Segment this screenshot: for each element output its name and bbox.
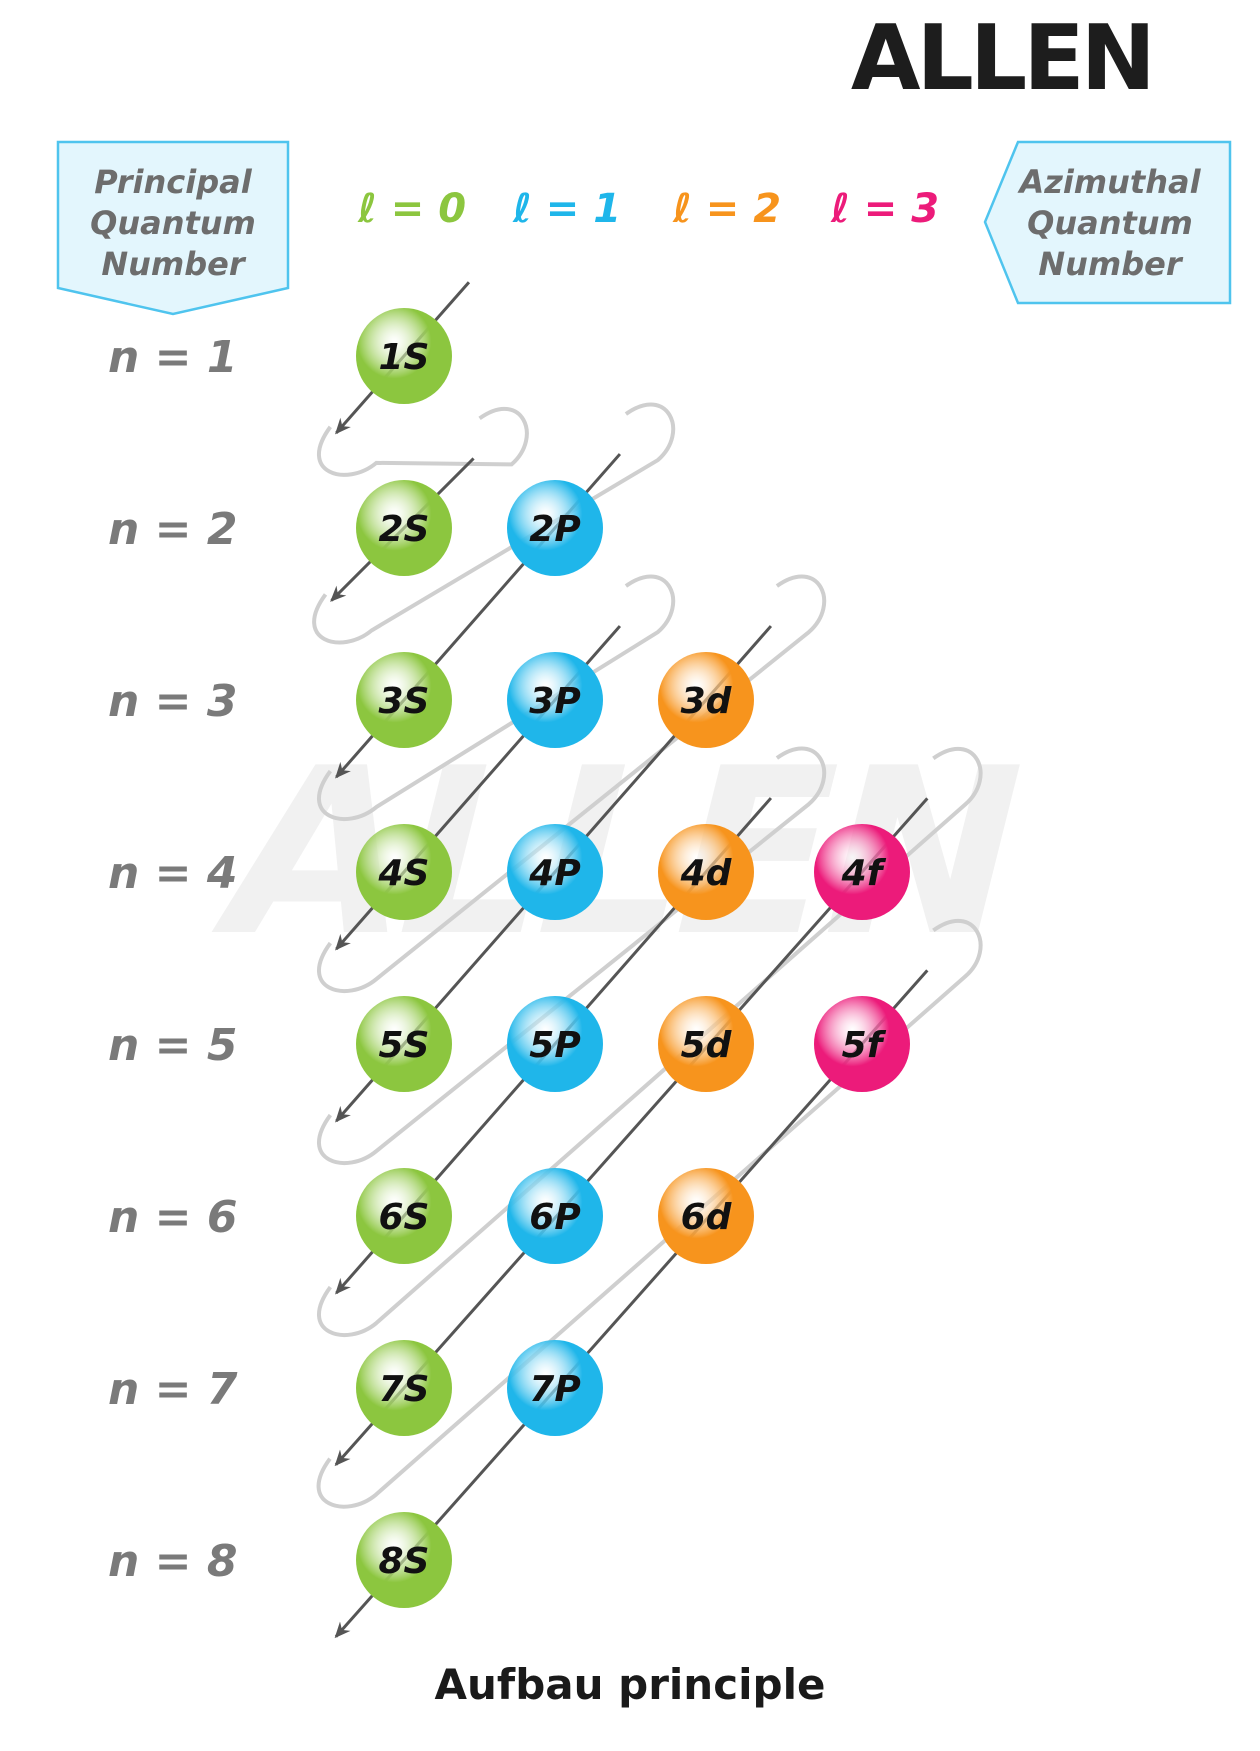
orbital-6p: 6P xyxy=(507,1168,603,1264)
orbital-circle xyxy=(507,1340,603,1436)
orbital-circle xyxy=(507,996,603,1092)
orbital-label: 4P xyxy=(528,853,580,894)
orbital-1s: 1S xyxy=(356,308,452,404)
orbital-label: 6P xyxy=(529,1197,580,1238)
orbital-label: 2P xyxy=(529,509,580,550)
orbital-4f: 4f xyxy=(814,824,910,920)
n-label-2: n = 2 xyxy=(108,504,237,555)
azimuthal-box-line: Number xyxy=(1038,245,1184,283)
orbital-4p: 4P xyxy=(507,824,603,920)
orbital-3p: 3P xyxy=(507,652,603,748)
return-loop-4 xyxy=(316,746,827,1166)
orbital-circle xyxy=(658,1168,754,1264)
principal-box-shape xyxy=(56,140,290,316)
orbital-label: 3d xyxy=(681,681,733,722)
diagram-title: Aufbau principle xyxy=(434,1660,826,1709)
orbital-label: 1S xyxy=(379,337,430,378)
orbital-circle xyxy=(356,308,452,404)
orbital-7s: 7S xyxy=(356,1340,452,1436)
l-label-1: ℓ = 1 xyxy=(512,186,621,232)
orbital-label: 5P xyxy=(529,1025,580,1066)
orbital-circle xyxy=(507,1168,603,1264)
return-loop-0 xyxy=(316,406,529,477)
orbital-circle xyxy=(356,480,452,576)
orbital-grid: 1S 2S 2P 3S 3P 3d 4S 4P 4d 4f 5S 5P 5d 5f 6S 6P 6d 7S 7P 8S xyxy=(356,308,910,1608)
orbital-circle xyxy=(356,824,452,920)
orbital-label: 5d xyxy=(681,1025,733,1066)
orbital-5p: 5P xyxy=(507,996,603,1092)
n-label-1: n = 1 xyxy=(108,332,237,383)
orbital-label: 3S xyxy=(379,681,430,722)
orbital-label: 6S xyxy=(379,1197,430,1238)
n-label-3: n = 3 xyxy=(108,676,237,727)
orbital-5f: 5f xyxy=(814,996,910,1092)
orbital-circle xyxy=(658,824,754,920)
orbital-label: 4d xyxy=(680,853,733,894)
n-label-6: n = 6 xyxy=(108,1192,237,1243)
orbital-circle xyxy=(814,824,910,920)
n-label-4: n = 4 xyxy=(108,848,237,899)
n-label-7: n = 7 xyxy=(108,1364,238,1415)
orbital-label: 4S xyxy=(378,853,430,894)
n-label-5: n = 5 xyxy=(108,1020,237,1071)
orbital-label: 4f xyxy=(841,853,887,894)
orbital-label: 6d xyxy=(681,1197,733,1238)
n-label-8: n = 8 xyxy=(108,1536,237,1587)
return-loop-3 xyxy=(316,574,827,994)
orbital-circle xyxy=(658,996,754,1092)
orbital-circle xyxy=(507,480,603,576)
orbital-label: 2S xyxy=(379,509,430,550)
orbital-4s: 4S xyxy=(356,824,452,920)
orbital-5d: 5d xyxy=(658,996,754,1092)
orbital-circle xyxy=(356,996,452,1092)
orbital-circle xyxy=(814,996,910,1092)
orbital-7p: 7P xyxy=(507,1340,603,1436)
orbital-label: 3P xyxy=(529,681,580,722)
orbital-label: 5S xyxy=(379,1025,430,1066)
orbital-circle xyxy=(507,824,603,920)
orbital-3s: 3S xyxy=(356,652,452,748)
orbital-8s: 8S xyxy=(356,1512,452,1608)
azimuthal-box-line: Azimuthal xyxy=(1016,163,1201,201)
orbital-label: 8S xyxy=(379,1541,430,1582)
l-label-3: ℓ = 3 xyxy=(830,186,939,232)
orbital-5s: 5S xyxy=(356,996,452,1092)
orbital-circle xyxy=(356,1168,452,1264)
orbital-2s: 2S xyxy=(356,480,452,576)
orbital-circle xyxy=(356,1512,452,1608)
orbital-6s: 6S xyxy=(356,1168,452,1264)
azimuthal-box-line: Quantum xyxy=(1027,204,1193,242)
l-label-2: ℓ = 2 xyxy=(672,186,781,232)
orbital-6d: 6d xyxy=(658,1168,754,1264)
orbital-circle xyxy=(658,652,754,748)
orbital-circle xyxy=(356,652,452,748)
orbital-4d: 4d xyxy=(658,824,754,920)
principal-box-line: Principal xyxy=(94,163,252,201)
principal-box-line: Quantum xyxy=(90,204,256,242)
orbital-3d: 3d xyxy=(658,652,754,748)
azimuthal-box-shape xyxy=(983,140,1232,305)
orbital-circle xyxy=(507,652,603,748)
allen-logo: ALLEN xyxy=(850,6,1156,111)
l-label-0: ℓ = 0 xyxy=(357,186,466,232)
orbital-label: 5f xyxy=(842,1025,887,1066)
orbital-label: 7P xyxy=(529,1369,580,1410)
principal-box-line: Number xyxy=(101,245,247,283)
orbital-circle xyxy=(356,1340,452,1436)
orbital-2p: 2P xyxy=(507,480,603,576)
orbital-label: 7S xyxy=(379,1369,430,1410)
